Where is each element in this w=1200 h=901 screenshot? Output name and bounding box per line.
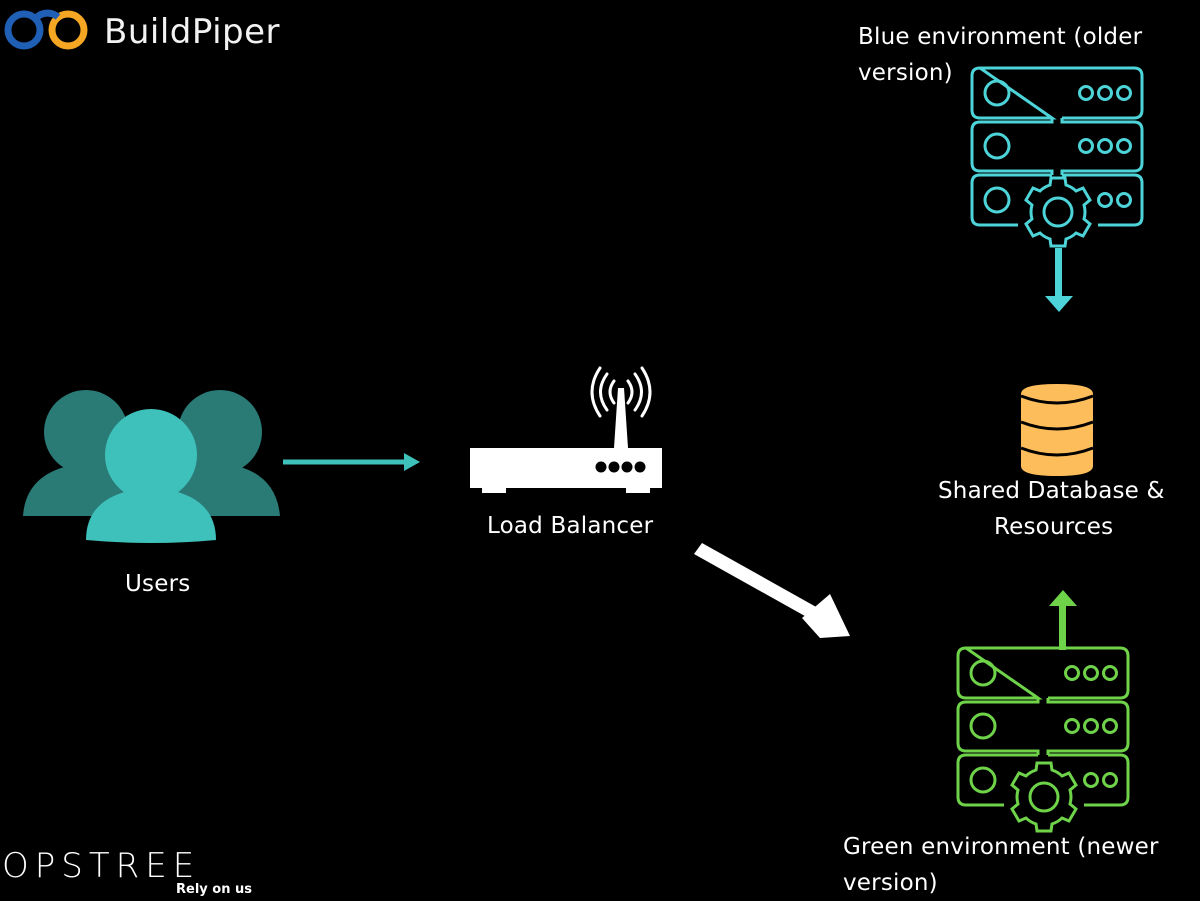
blue-env-label-line2: version)	[858, 60, 953, 86]
lb-to-green-arrow	[694, 543, 850, 638]
blue-to-db-arrow	[1045, 248, 1073, 312]
green-server-stack-icon	[956, 646, 1130, 833]
database-label-line2: Resources	[994, 514, 1114, 540]
green-env-label-line2: version)	[843, 870, 938, 896]
users-group-icon	[23, 390, 280, 543]
user-front-body	[86, 490, 216, 543]
green-env-label-line1: Green environment (newer	[843, 834, 1159, 860]
green-to-db-arrow	[1049, 590, 1077, 650]
green-gear-icon	[1010, 761, 1078, 833]
router-icon	[470, 366, 662, 493]
buildpiper-logo-text: BuildPiper	[104, 12, 281, 52]
opstree-tagline: Rely on us	[176, 882, 252, 897]
database-label-line1: Shared Database &	[938, 478, 1165, 504]
blue-env-label-line1: Blue environment (older	[858, 24, 1143, 50]
blue-server-stack-icon	[970, 66, 1144, 248]
database-icon	[1020, 384, 1094, 476]
user-back-right-head	[178, 390, 262, 474]
users-to-lb-arrow	[283, 453, 420, 471]
users-label: Users	[125, 571, 191, 597]
opstree-logo-text: OPSTREE	[2, 846, 201, 886]
buildpiper-logo-icon	[4, 9, 88, 50]
user-front-head	[105, 409, 197, 501]
blue-gear-icon	[1024, 176, 1092, 248]
load-balancer-label: Load Balancer	[487, 513, 654, 539]
